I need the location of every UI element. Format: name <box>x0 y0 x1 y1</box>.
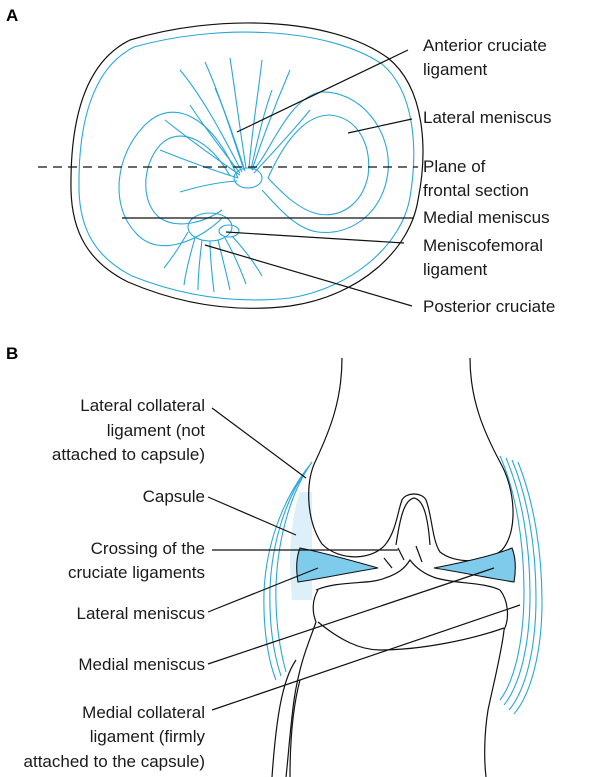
meniscofemoral-insertion <box>219 225 239 237</box>
label-crossing-2: cruciate ligaments <box>68 563 205 582</box>
label-lateral-meniscus-b: Lateral meniscus <box>76 604 205 623</box>
knee-frontal-section-drawing <box>264 358 542 777</box>
panel-a-label: A <box>6 6 18 25</box>
tibial-plateau-drawing <box>38 23 423 308</box>
lateral-meniscus-inner <box>268 115 369 215</box>
medial-collateral-ligament <box>500 456 542 714</box>
lateral-meniscus-b-shape <box>297 548 378 582</box>
label-crossing-1: Crossing of the <box>91 539 205 558</box>
label-plane-1: Plane of <box>423 157 486 176</box>
label-medial-meniscus-a: Medial meniscus <box>423 208 550 227</box>
fibula-outline <box>272 660 300 777</box>
label-capsule: Capsule <box>143 487 205 506</box>
label-mcl-1: Medial collateral <box>82 703 205 722</box>
label-lcl-3: attached to capsule) <box>52 445 205 464</box>
panel-b-leaders <box>208 408 520 710</box>
label-mcl-3: attached to the capsule) <box>24 752 205 771</box>
intercondylar-notch <box>396 498 430 545</box>
cruciate-crossing-2 <box>416 546 422 562</box>
acl-fibers <box>160 58 310 192</box>
capsule-fill <box>290 492 312 600</box>
label-mcl-2: ligament (firmly <box>90 727 206 746</box>
medial-meniscus-b-shape <box>434 548 515 582</box>
label-lateral-meniscus-a: Lateral meniscus <box>423 108 552 127</box>
tibial-shaft-inner <box>318 622 504 650</box>
panel-b-label: B <box>6 344 18 363</box>
label-medial-meniscus-b: Medial meniscus <box>78 655 205 674</box>
label-lcl-1: Lateral collateral <box>80 396 205 415</box>
label-anterior-cruciate-1: Anterior cruciate <box>423 36 547 55</box>
label-meniscofemoral-1: Meniscofemoral <box>423 236 543 255</box>
medial-meniscus-inner <box>146 136 230 224</box>
label-anterior-cruciate-2: ligament <box>423 60 488 79</box>
label-lcl-2: ligament (not <box>107 421 206 440</box>
label-plane-2: frontal section <box>423 181 529 200</box>
label-meniscofemoral-2: ligament <box>423 260 488 279</box>
tibia-outline <box>286 590 507 777</box>
cruciate-crossing-3 <box>384 558 392 568</box>
femur-outline <box>309 358 513 561</box>
cruciate-crossing-1 <box>398 548 404 560</box>
plateau-rim <box>79 32 414 300</box>
label-posterior-cruciate: Posterior cruciate <box>423 297 555 316</box>
tibial-plateau-outline <box>71 23 423 308</box>
